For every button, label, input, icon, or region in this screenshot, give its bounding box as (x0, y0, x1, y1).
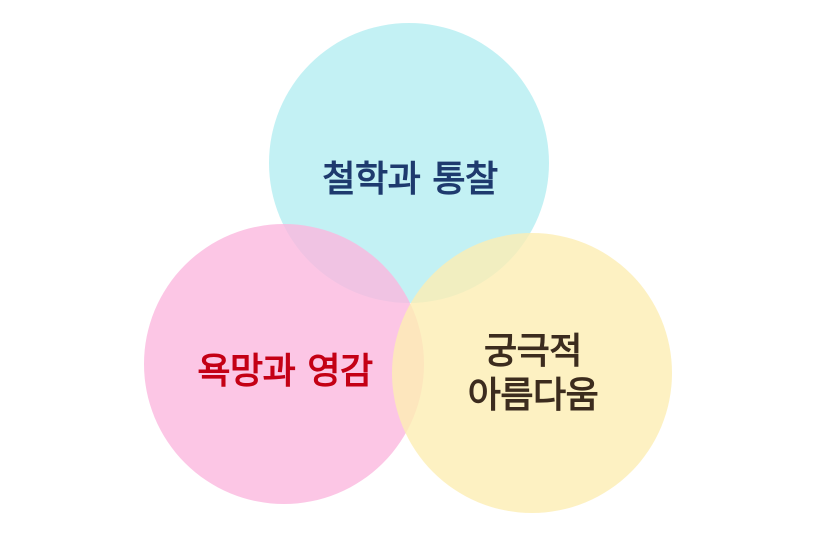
circle-desire (144, 224, 424, 504)
label-philosophy-insight: 철학과 통찰 (322, 159, 498, 200)
label-ultimate-beauty: 궁극적 아름다움 (467, 330, 599, 418)
label-beauty-line: 아름다움 (467, 375, 599, 416)
label-ultimate-line: 궁극적 (484, 331, 582, 372)
label-desire-inspiration: 욕망과 영감 (197, 351, 373, 392)
circle-beauty (392, 233, 672, 513)
circle-philosophy (269, 23, 549, 303)
